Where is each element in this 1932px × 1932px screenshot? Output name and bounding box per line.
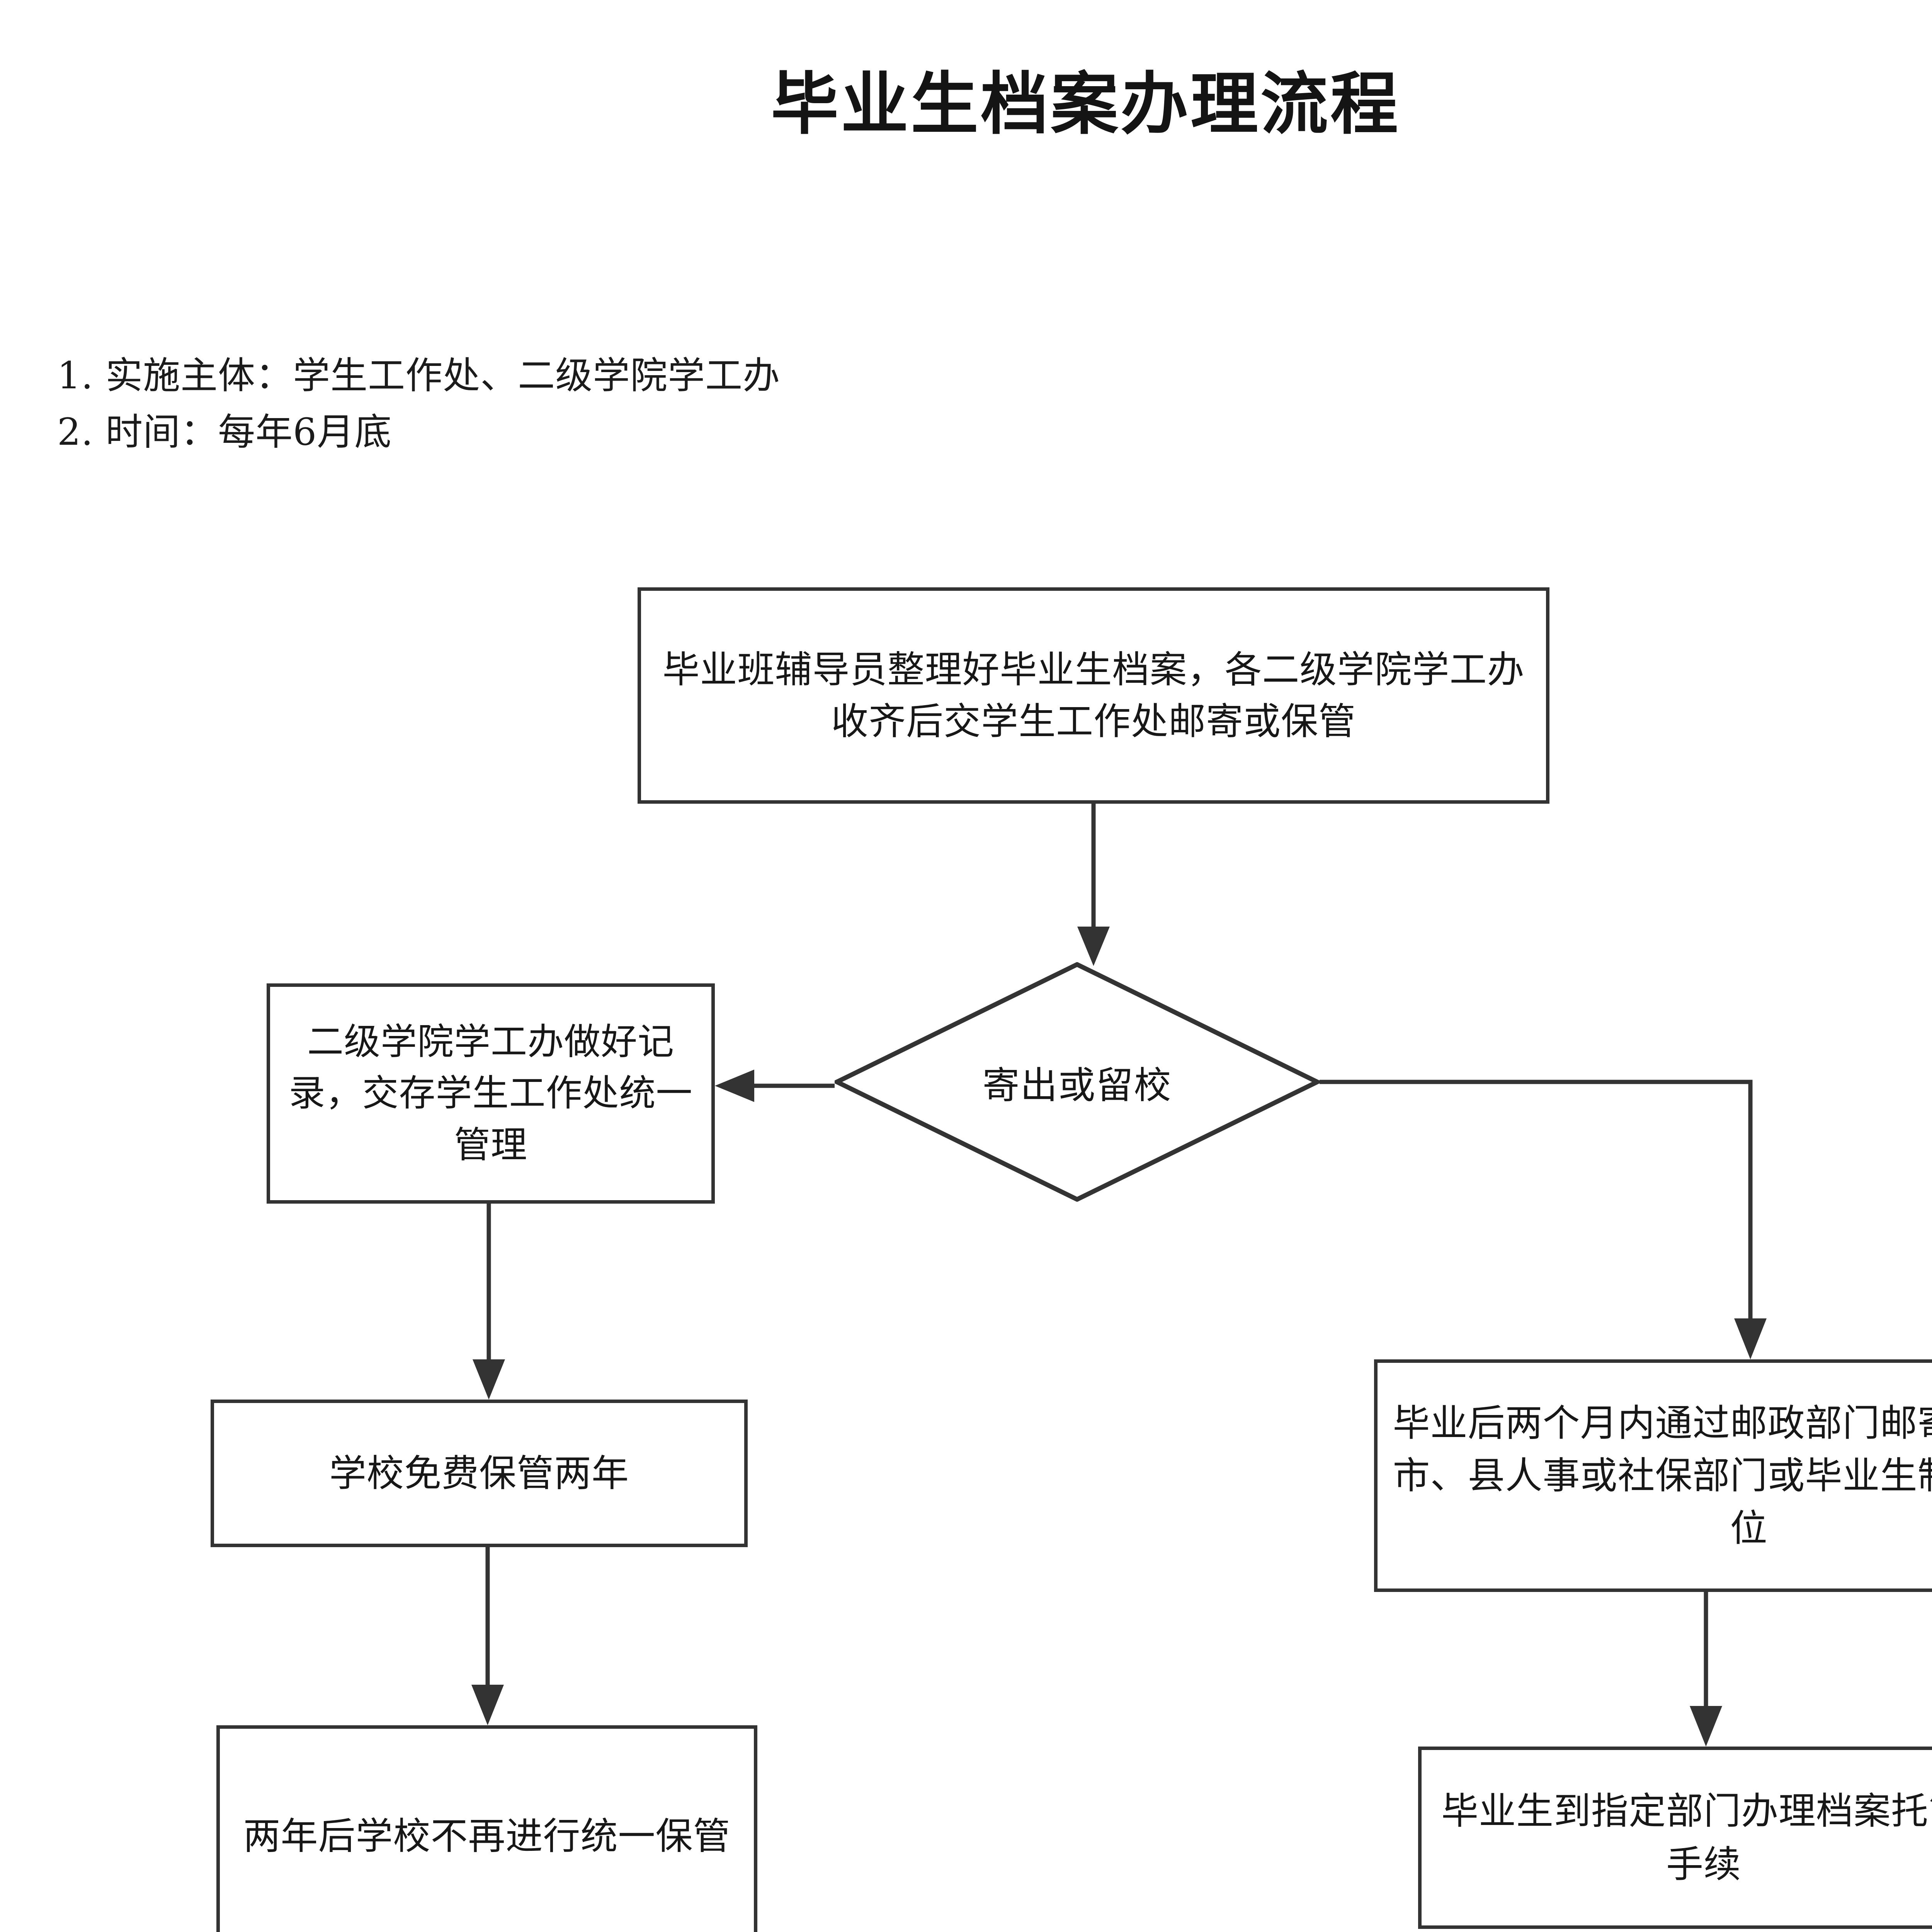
note-line-2: 2. 时间：每年6月底 [57, 410, 392, 454]
flow-node-decision-label: 寄出或留校 [982, 1063, 1172, 1107]
flow-node-trusteeship-label: 毕业生到指定部门办理档案托管手续 [1441, 1789, 1932, 1886]
flow-node-collect-label: 毕业班辅导员整理好毕业生档案，各二级学院学工办收齐后交学生工作处邮寄或保管 [662, 648, 1525, 743]
flow-node-mail-archive[interactable]: 毕业后两个月内通过邮政部门邮寄回生源地市、县人事或社保部门或毕业生制定接收单位 [1374, 1359, 1932, 1592]
flow-node-mail-archive-label: 毕业后两个月内通过邮政部门邮寄回生源地市、县人事或社保部门或毕业生制定接收单位 [1393, 1401, 1932, 1550]
flow-node-keep-two-years-label: 学校免费保管两年 [329, 1451, 629, 1495]
flow-node-no-longer-keep-label: 两年后学校不再进行统一保管 [243, 1815, 731, 1858]
decision-diamond-shape [835, 962, 1320, 1202]
page-title: 毕业生档案办理流程 [771, 65, 1400, 144]
flow-node-record[interactable]: 二级学院学工办做好记录，交存学生工作处统一管理 [267, 983, 715, 1204]
flow-node-collect[interactable]: 毕业班辅导员整理好毕业生档案，各二级学院学工办收齐后交学生工作处邮寄或保管 [638, 587, 1549, 804]
flow-node-record-label: 二级学院学工办做好记录，交存学生工作处统一管理 [289, 1020, 693, 1166]
flow-node-decision[interactable]: 寄出或留校 [835, 962, 1320, 1202]
flow-node-keep-two-years[interactable]: 学校免费保管两年 [211, 1400, 748, 1547]
note-line-1: 1. 实施主体：学生工作处、二级学院学工办 [57, 354, 781, 397]
notes-block: 1. 实施主体：学生工作处、二级学院学工办 2. 时间：每年6月底 [57, 348, 1371, 461]
flow-node-trusteeship[interactable]: 毕业生到指定部门办理档案托管手续 [1418, 1747, 1932, 1929]
flow-node-no-longer-keep[interactable]: 两年后学校不再进行统一保管 [216, 1725, 757, 1932]
